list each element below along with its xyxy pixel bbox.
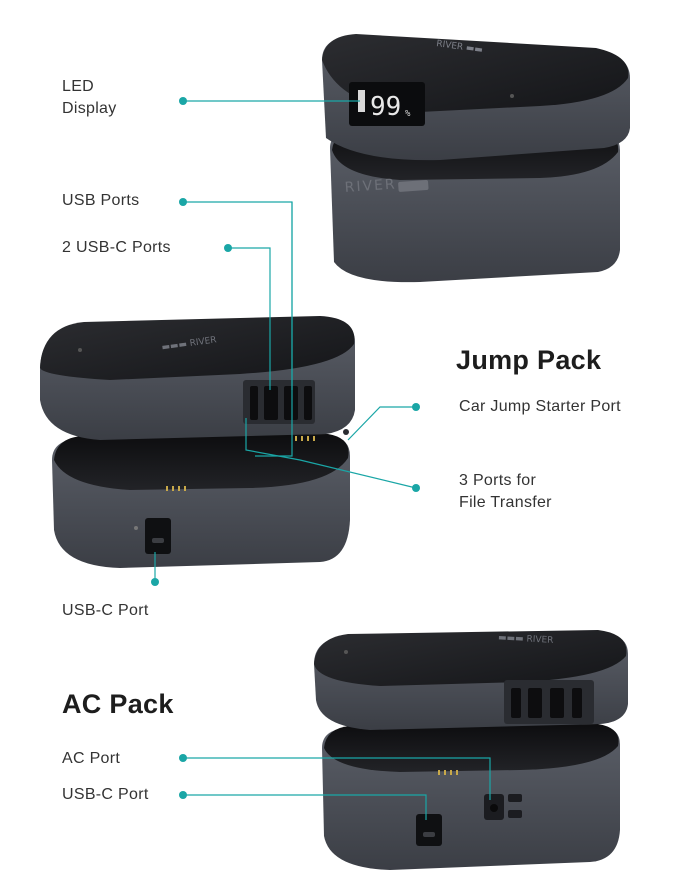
svg-text:RIVER: RIVER xyxy=(344,176,397,196)
usb-c-port-lower xyxy=(145,518,171,554)
callout-dot xyxy=(151,578,159,586)
callout-lines xyxy=(154,100,491,820)
callout-dot xyxy=(179,198,187,206)
label-usb-ports: USB Ports xyxy=(62,192,140,209)
device-jump-pack: ▬▬▬ RIVER xyxy=(40,316,355,568)
callout-dot xyxy=(412,403,420,411)
svg-text:▬▬▬ RIVER: ▬▬▬ RIVER xyxy=(498,633,554,646)
callout-dot xyxy=(179,97,187,105)
label-file-transfer-line1: 3 Ports for xyxy=(459,472,537,489)
led-display-value: 99 xyxy=(370,92,401,122)
device-ac-pack: ▬▬▬ RIVER xyxy=(314,630,628,870)
callout-dot xyxy=(179,754,187,762)
usb-port xyxy=(284,386,298,420)
svg-text:%: % xyxy=(405,109,411,119)
label-2-usb-c-ports: 2 USB-C Ports xyxy=(62,239,171,256)
heading-ac-pack: AC Pack xyxy=(62,689,174,719)
device-top-unit: RIVER RIVER ▬▬ 99 % xyxy=(322,34,630,283)
usb-c-port xyxy=(250,386,258,420)
heading-jump-pack: Jump Pack xyxy=(456,345,602,375)
callout-dot xyxy=(412,484,420,492)
label-led-display-line2: Display xyxy=(62,100,117,117)
label-file-transfer-line2: File Transfer xyxy=(459,494,552,511)
car-jump-starter-socket xyxy=(343,429,349,435)
led-display-panel xyxy=(349,82,425,126)
usb-c-port xyxy=(304,386,312,420)
callout-dot xyxy=(224,244,232,252)
label-led-display-line1: LED xyxy=(62,78,95,95)
label-ac-port: AC Port xyxy=(62,750,121,767)
label-car-jump-starter-port: Car Jump Starter Port xyxy=(459,398,621,415)
usb-c-port-ac xyxy=(416,814,442,846)
label-usb-c-port-jump: USB-C Port xyxy=(62,602,149,619)
callout-dots xyxy=(151,97,420,799)
usb-port xyxy=(264,386,278,420)
label-usb-c-port-ac: USB-C Port xyxy=(62,786,149,803)
callout-dot xyxy=(179,791,187,799)
